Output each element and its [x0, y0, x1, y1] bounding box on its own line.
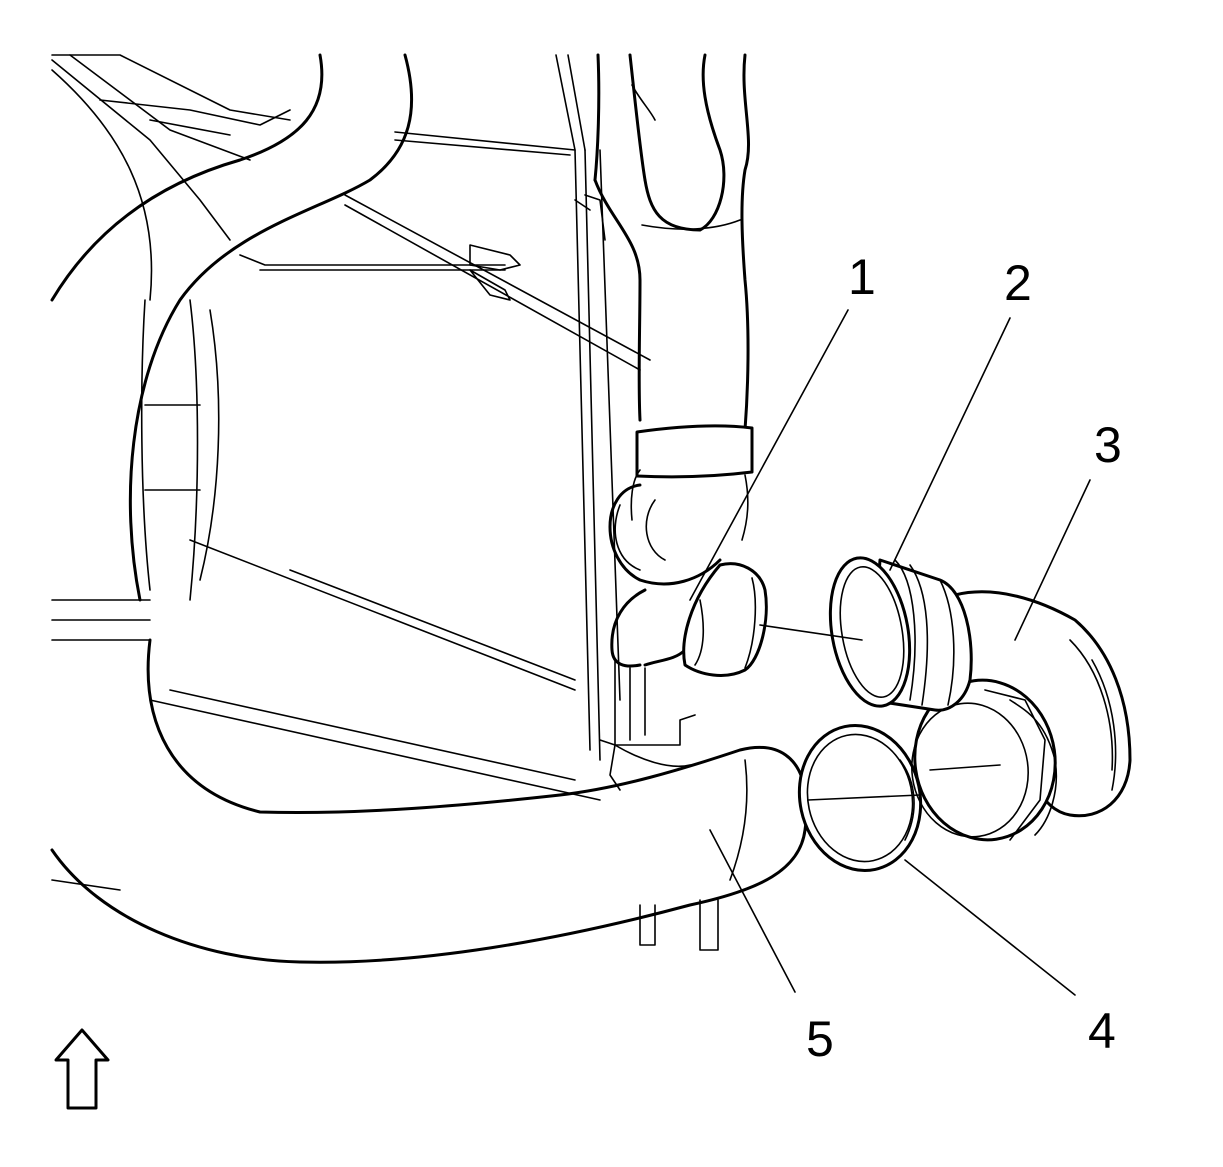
callout-label-4: 4 [1088, 1003, 1116, 1059]
leader-line-1 [689, 309, 849, 601]
callout-label-1: 1 [848, 249, 876, 305]
vertical-coolant-hose [593, 53, 754, 541]
outlet-elbow-item-1 [599, 483, 768, 791]
leader-lines [689, 309, 1091, 996]
callout-label-5: 5 [806, 1011, 834, 1067]
leader-line-4 [904, 859, 1076, 996]
radiator-shroud [51, 54, 651, 801]
clamp-ring-item-4 [797, 724, 923, 872]
callout-label-3: 3 [1094, 417, 1122, 473]
lower-hose-item-5 [50, 599, 809, 964]
upper-radiator-hose [50, 53, 414, 602]
air-duct-item-3 [911, 590, 1132, 842]
leader-line-2 [889, 317, 1011, 571]
coupling-band-item-2 [759, 556, 973, 712]
callout-label-2: 2 [1004, 255, 1032, 311]
leader-line-3 [1014, 479, 1091, 641]
leader-line-5 [709, 829, 796, 993]
up-arrow-icon [54, 1028, 110, 1110]
